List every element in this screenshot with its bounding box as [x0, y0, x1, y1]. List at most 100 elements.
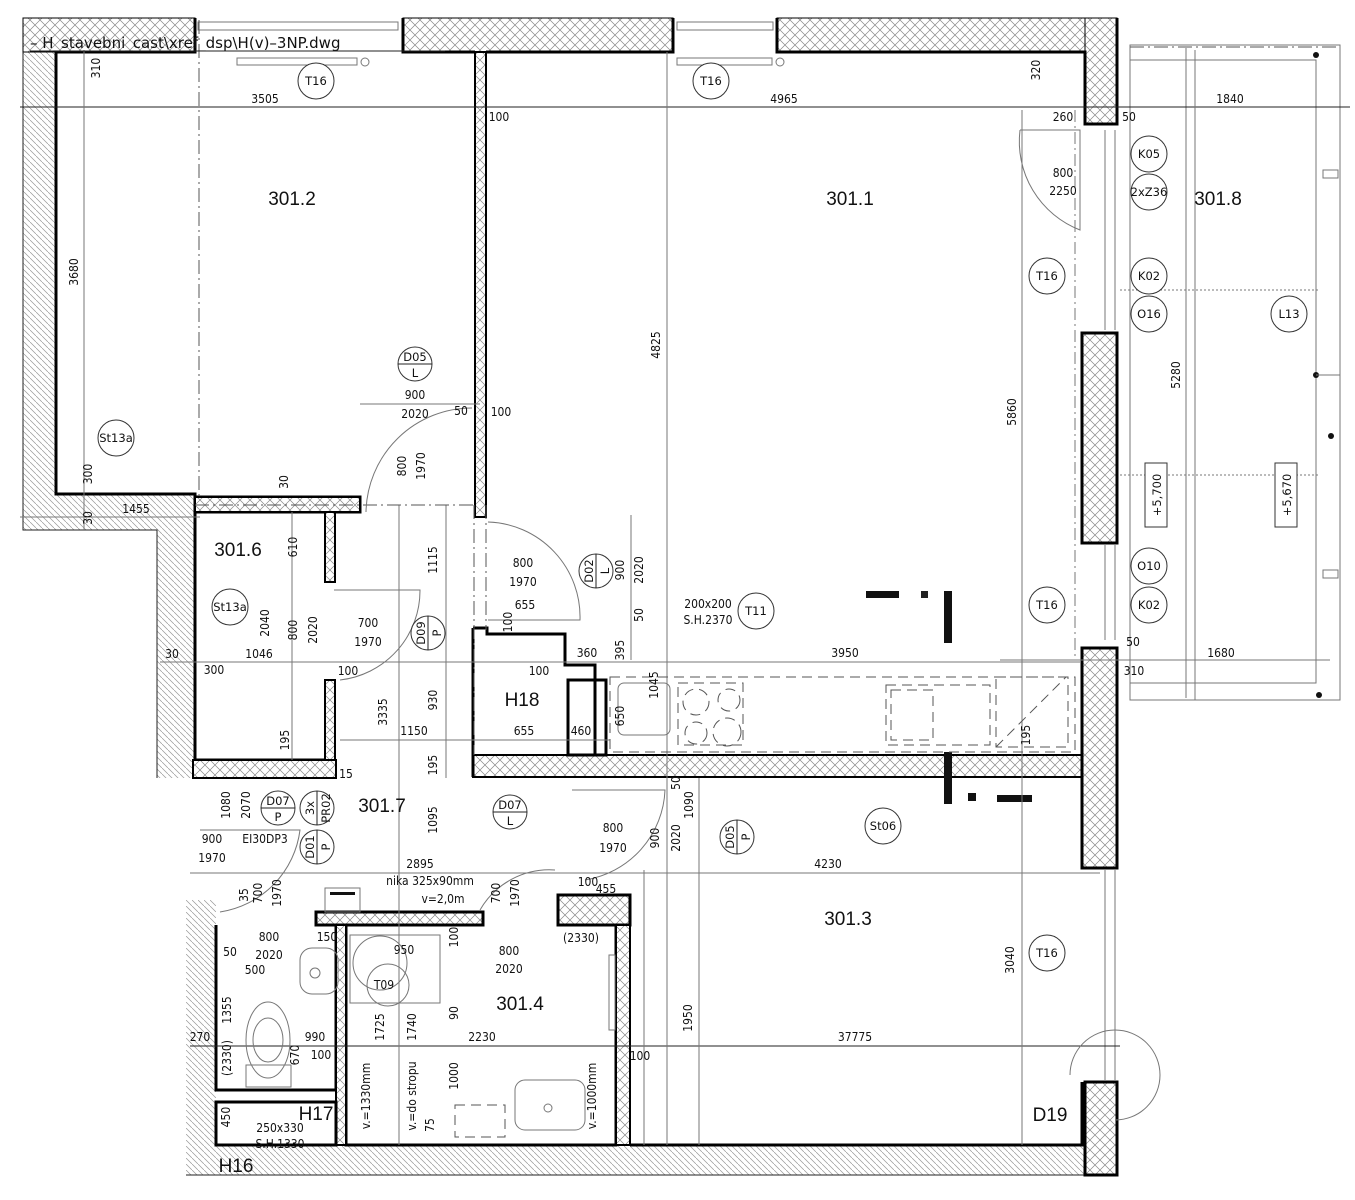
tag-label: T16: [304, 74, 327, 88]
tag-label: T11: [744, 604, 767, 618]
dimension-label-vertical: 50: [632, 608, 646, 622]
space-label: H17: [299, 1104, 334, 1125]
dimension-label-vertical: 2020: [306, 616, 320, 644]
dimension-label-vertical: 2070: [239, 791, 253, 819]
dimension-label: S.H.2370: [683, 613, 732, 627]
dimension-label-vertical: 450: [219, 1107, 233, 1128]
elevation-value: +5,700: [1150, 474, 1164, 517]
dimension-label: 100: [630, 1049, 651, 1063]
dimension-label-vertical: 300: [81, 464, 95, 485]
elevation-value: +5,670: [1280, 474, 1294, 517]
dimension-label: 460: [571, 724, 592, 738]
door-tag-swing: L: [412, 366, 419, 380]
bathroom-fixtures: [245, 887, 616, 1138]
dimension-label: 3950: [831, 646, 859, 660]
space-label: H18: [505, 690, 540, 711]
element-tag: T16: [692, 62, 730, 100]
tag-circle-icon: [1130, 586, 1168, 624]
element-tag: O10: [1130, 547, 1168, 585]
room-number: 301.8: [1194, 189, 1242, 210]
dimension-label: 1455: [122, 502, 149, 516]
dimension-label: 500: [245, 963, 266, 977]
element-tag: T16: [297, 62, 335, 100]
dimension-label-vertical: 1355: [220, 996, 234, 1023]
element-tag: K02: [1130, 586, 1168, 624]
tag-label: T16: [1035, 598, 1058, 612]
elevation-mark: +5,670: [1274, 462, 1298, 528]
dimension-label-vertical: 3335: [376, 698, 390, 725]
tag-label: O10: [1137, 559, 1161, 573]
dimension-label: 100: [529, 664, 550, 678]
dimension-label: 270: [190, 1030, 211, 1044]
dimension-label-vertical: 320: [1029, 60, 1043, 81]
dimension-label-vertical: 30: [277, 475, 291, 489]
elevation-marks: +5,700 +5,670: [1144, 462, 1298, 528]
dimension-label: 1970: [354, 635, 382, 649]
dimension-label: 4230: [814, 857, 842, 871]
dimension-label: v=2,0m: [421, 892, 464, 906]
element-tag: T16: [1028, 586, 1066, 624]
dimension-label: 800: [513, 556, 534, 570]
element-tag: K02: [1130, 257, 1168, 295]
tag-label: K02: [1138, 598, 1160, 612]
door-tag-swing: PR02: [319, 793, 333, 823]
dimension-label: 15: [339, 767, 353, 781]
dimension-label-vertical: 650: [613, 706, 627, 727]
dimension-label: 455: [596, 882, 617, 896]
dimension-label: 100: [489, 110, 510, 124]
dimension-label: EI30DP3: [242, 832, 287, 846]
dimension-label: 50: [1122, 110, 1136, 124]
door-tag-swing: P: [275, 810, 282, 824]
dimension-label-vertical: 195: [1019, 725, 1033, 746]
dimension-label-vertical: v.=do stropu: [405, 1061, 419, 1130]
dimension-label-vertical: 35: [237, 888, 251, 902]
dimension-label: 1970: [599, 841, 627, 855]
tag-label: T16: [1035, 946, 1058, 960]
dimension-label: 1840: [1216, 92, 1244, 106]
dimension-label: 3505: [251, 92, 278, 106]
dimension-label: 800: [259, 930, 280, 944]
dimension-label-vertical: 1000: [447, 1062, 461, 1090]
dimension-label: 100: [578, 875, 599, 889]
dimension-label-vertical: v.=1330mm: [359, 1063, 373, 1129]
dimension-label-vertical: 2020: [669, 824, 683, 852]
room-number: 301.6: [214, 540, 262, 561]
tag-label: L13: [1278, 307, 1299, 321]
element-tag: T16: [1028, 934, 1066, 972]
dimension-label-vertical: 4825: [649, 331, 663, 358]
dimension-label: 260: [1053, 110, 1074, 124]
dimension-label-vertical: 1950: [681, 1004, 695, 1032]
tag-circle-icon: [1028, 934, 1066, 972]
tag-label: St13a: [99, 431, 133, 445]
room-number: 301.7: [358, 796, 406, 817]
dimension-label-vertical: 1080: [219, 791, 233, 819]
tag-circle-icon: [1130, 135, 1168, 173]
tag-label: St13a: [213, 600, 247, 614]
dimension-label: 4965: [770, 92, 797, 106]
dimension-label-vertical: 195: [426, 755, 440, 776]
door-tag-swing: L: [507, 814, 514, 828]
dimension-label: 800: [603, 821, 624, 835]
dimension-label-vertical: 3040: [1003, 946, 1017, 974]
element-tag: 2xZ36: [1130, 173, 1168, 211]
xref-path-label: – H_stavebni_cast\xref_dsp\H(v)–3NP.dwg: [30, 34, 340, 53]
dimension-label: 100: [491, 405, 512, 419]
element-tag: K05: [1130, 135, 1168, 173]
dimension-label-vertical: 670: [288, 1045, 302, 1066]
dimension-label: 200x200: [684, 597, 732, 611]
tag-circle-icon: [1028, 257, 1066, 295]
dimension-label-vertical: 30: [81, 511, 95, 525]
dimension-label-vertical: v.=1000mm: [585, 1063, 599, 1129]
dimension-label-vertical: 1095: [426, 806, 440, 833]
dimension-label: nika 325x90mm: [386, 874, 474, 888]
dimension-label: 1970: [198, 851, 226, 865]
door-tag-type: D07: [498, 798, 522, 812]
dimension-label-vertical: 75: [423, 1118, 437, 1132]
dimension-label: 30: [165, 647, 179, 661]
